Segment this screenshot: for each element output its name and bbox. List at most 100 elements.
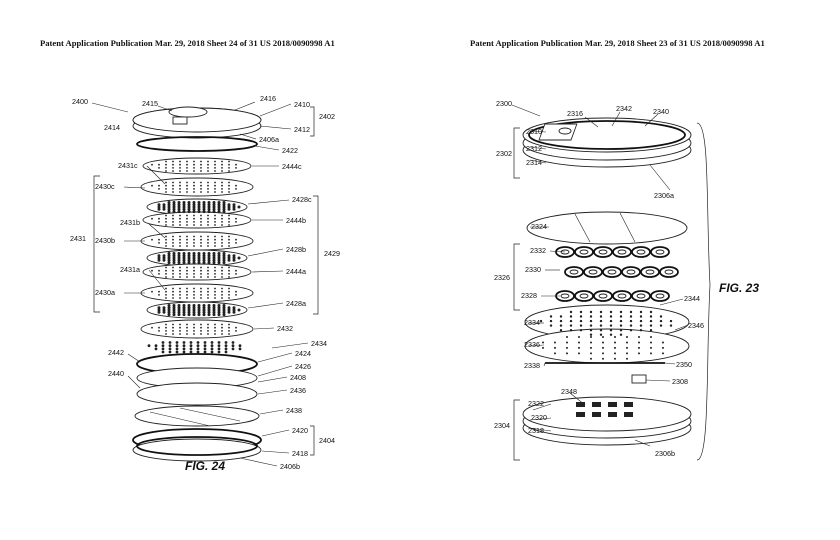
hole-dot (217, 344, 221, 348)
hole-dot (172, 306, 176, 310)
hole-dot (217, 308, 221, 312)
hole-dot (154, 347, 158, 351)
hole-dot (228, 167, 230, 169)
fig24-label-2428c: 2428c (292, 195, 312, 204)
hole-dot (228, 235, 230, 238)
hole-dot (165, 273, 167, 275)
hole-dot (232, 258, 236, 262)
hole-dot (157, 205, 161, 209)
hole-dot (165, 326, 167, 329)
coil-core (560, 293, 570, 299)
coil-ring (659, 266, 679, 278)
hole-dot (217, 304, 221, 307)
coil-core (579, 293, 589, 299)
hole-dot (221, 294, 223, 296)
circuit-pad (608, 412, 617, 417)
hole-dot (193, 333, 195, 335)
fig23-label-2310: 2310 (526, 127, 542, 136)
hole-dot (172, 203, 176, 207)
hole-dot (172, 256, 176, 260)
hole-dot (165, 266, 167, 269)
fig23-label-2312: 2312 (526, 144, 542, 153)
fig23-circuit-pads-2348 (576, 402, 633, 417)
hole-dot (237, 256, 241, 260)
hole-dot (197, 207, 201, 211)
hole-dot (192, 308, 196, 312)
hole-dot (172, 210, 176, 214)
hole-dot (172, 294, 174, 296)
hole-dot (193, 160, 195, 163)
hole-dot (179, 245, 181, 247)
hole-dot (193, 188, 195, 190)
fig24-label-2422: 2422 (282, 146, 298, 155)
hole-dot (214, 217, 216, 220)
hole-dot (626, 336, 628, 338)
hole-dot (626, 341, 628, 344)
hole-dot (224, 344, 228, 348)
hole-dot (158, 221, 160, 223)
hole-dot (207, 326, 209, 329)
hole-dot (192, 258, 196, 262)
coil-ring (583, 266, 603, 278)
hole-dot (172, 290, 174, 293)
hole-dot (182, 344, 186, 348)
fig24-plate-2430b (140, 231, 254, 251)
hole-dot (177, 207, 181, 211)
hole-dot (579, 319, 583, 323)
hole-dot (197, 306, 201, 310)
coil-core (636, 249, 646, 255)
hole-dot (165, 323, 167, 326)
fig24-top-window (168, 106, 208, 118)
fig23-label-2336: 2336 (524, 340, 540, 349)
hole-dot (172, 217, 174, 220)
hole-dot (172, 333, 174, 335)
fig24-leader-lines (91, 101, 309, 467)
hole-dot (221, 269, 223, 272)
fig23-label-2348: 2348 (561, 387, 577, 396)
fig24-label-2434: 2434 (311, 339, 327, 348)
hole-dot (203, 344, 207, 348)
hole-dot (609, 333, 613, 336)
hole-dot (221, 297, 223, 299)
hole-dot (217, 310, 221, 314)
fig23-label-2332: 2332 (530, 246, 546, 255)
hole-dot (179, 217, 181, 220)
hole-dot (207, 256, 211, 260)
hole-dot (650, 336, 652, 338)
hole-dot (165, 287, 167, 290)
hole-dot (210, 341, 214, 344)
coil-ring (631, 246, 651, 258)
hole-dot (662, 352, 664, 355)
hole-dot (639, 324, 643, 327)
hole-dot (177, 308, 181, 312)
hole-dot (172, 287, 174, 290)
coil-ring (612, 290, 632, 302)
hole-dot (554, 341, 556, 344)
hole-dot (186, 269, 188, 272)
hole-dot (177, 306, 181, 310)
hole-dot (207, 252, 211, 255)
hole-dot (232, 310, 236, 314)
hole-dot (192, 210, 196, 214)
fig23-label-2330: 2330 (525, 265, 541, 274)
hole-dot (214, 297, 216, 299)
hole-dot (158, 217, 160, 220)
hole-dot (172, 252, 176, 255)
hole-dot (172, 207, 176, 211)
hole-dot (172, 310, 176, 314)
hole-dot (214, 245, 216, 247)
hole-dot (161, 344, 165, 348)
coil-core (664, 269, 674, 275)
hole-dot (193, 184, 195, 187)
hole-dot (207, 306, 211, 310)
hole-dot (235, 330, 237, 332)
hole-dot (172, 276, 174, 278)
hole-dot (214, 221, 216, 223)
hole-dot (177, 256, 181, 260)
hole-dot (192, 207, 196, 211)
hole-dot (589, 333, 593, 336)
hole-dot (235, 163, 237, 166)
hole-dot (609, 324, 613, 327)
hole-dot (207, 310, 211, 314)
hole-dot (200, 191, 202, 193)
